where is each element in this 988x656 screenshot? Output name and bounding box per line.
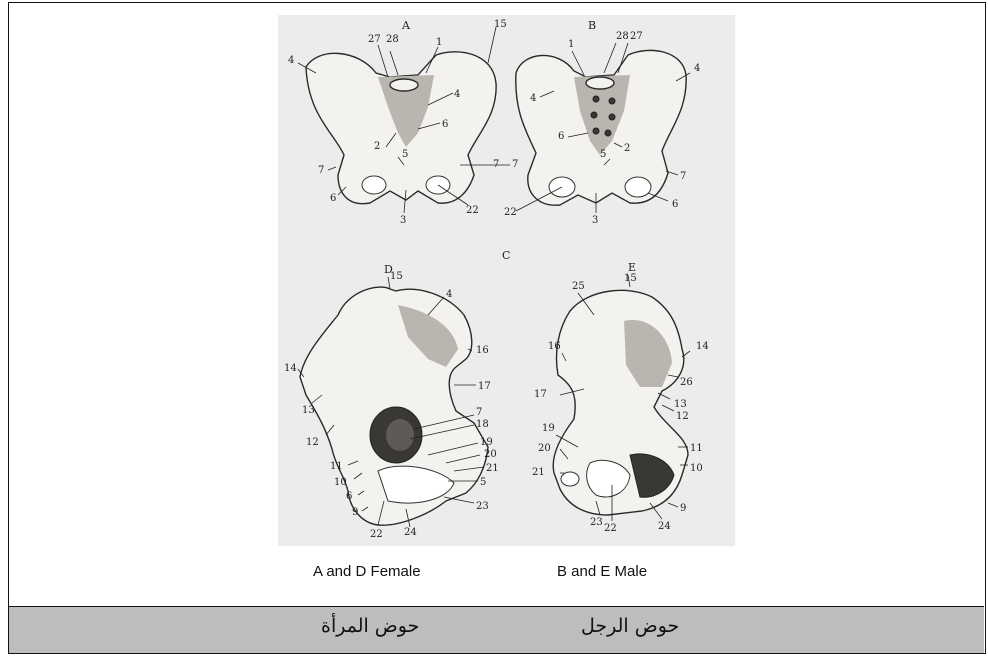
pelvis-anatomy-drawing: A 27 28 1 15 4 4 2 6 5 7 7 6 3 22 [278, 15, 735, 546]
label-5-d: 5 [480, 477, 486, 488]
label-1-b: 1 [568, 39, 574, 50]
label-6-b-top: 6 [558, 131, 564, 142]
label-16-e: 16 [548, 341, 561, 352]
label-11-e: 11 [690, 443, 703, 454]
label-11-d: 11 [330, 461, 343, 472]
label-15-d: 15 [390, 271, 403, 282]
label-3-b: 3 [592, 215, 598, 226]
label-2-b: 2 [624, 143, 630, 154]
label-15: 15 [494, 19, 507, 30]
label-20-e: 20 [538, 443, 551, 454]
label-26-e: 26 [680, 377, 693, 388]
label-14-e: 14 [696, 341, 709, 352]
footer-male-pelvis: حوض الرجل [581, 615, 679, 637]
caption-female: A and D Female [313, 563, 421, 580]
label-23-e: 23 [590, 517, 603, 528]
label-28-b: 28 [616, 31, 629, 42]
label-4-d: 4 [446, 289, 452, 300]
label-17-e: 17 [534, 389, 547, 400]
label-19-d: 19 [480, 437, 493, 448]
label-21-e: 21 [532, 467, 545, 478]
hip-bone-d [298, 277, 488, 527]
label-23-d: 23 [476, 501, 489, 512]
label-4-a-left: 4 [288, 55, 294, 66]
label-6-a-top: 6 [442, 119, 448, 130]
label-22-a: 22 [466, 205, 479, 216]
label-12-e: 12 [676, 411, 689, 422]
label-25-e: 25 [572, 281, 585, 292]
footer-female-pelvis: حوض المرأة [321, 615, 419, 637]
label-6-b: 6 [672, 199, 678, 210]
footer-bar: حوض المرأة حوض الرجل [9, 606, 984, 653]
figure-frame: A 27 28 1 15 4 4 2 6 5 7 7 6 3 22 [8, 2, 986, 654]
label-24-d: 24 [404, 527, 417, 538]
label-13-d: 13 [302, 405, 315, 416]
label-5-a: 5 [402, 149, 408, 160]
label-16-d: 16 [476, 345, 489, 356]
label-22-e: 22 [604, 523, 617, 534]
label-22-b: 22 [504, 207, 517, 218]
label-20-d: 20 [484, 449, 497, 460]
label-4-b-right: 4 [694, 63, 700, 74]
label-2-a: 2 [374, 141, 380, 152]
hip-bone-e [553, 275, 690, 521]
label-15-e: 15 [624, 273, 637, 284]
label-21-d: 21 [486, 463, 499, 474]
letter-c: C [502, 249, 510, 262]
label-19-e: 19 [542, 423, 555, 434]
label-3-a: 3 [400, 215, 406, 226]
label-22-d: 22 [370, 529, 383, 540]
label-17-d: 17 [478, 381, 491, 392]
label-9-d: 9 [352, 507, 358, 518]
label-4-b-left: 4 [530, 93, 536, 104]
label-28-a: 28 [386, 34, 399, 45]
label-9-e: 9 [680, 503, 686, 514]
pelvis-b [516, 43, 690, 213]
label-6-d: 6 [346, 491, 352, 502]
label-1-a: 1 [436, 37, 442, 48]
label-7-d: 7 [476, 407, 482, 418]
label-10-e: 10 [690, 463, 703, 474]
letter-a: A [401, 19, 411, 32]
label-27-a: 27 [368, 34, 381, 45]
label-7-b: 7 [680, 171, 686, 182]
letter-b: B [588, 19, 596, 32]
label-6-a: 6 [330, 193, 336, 204]
label-14-d: 14 [284, 363, 297, 374]
label-18-d: 18 [476, 419, 489, 430]
label-27-b: 27 [630, 31, 643, 42]
label-7-center: 7 [512, 159, 518, 170]
pelvis-illustration: A 27 28 1 15 4 4 2 6 5 7 7 6 3 22 [278, 15, 735, 546]
caption-male: B and E Male [557, 563, 647, 580]
pelvis-a [298, 27, 510, 213]
label-12-d: 12 [306, 437, 319, 448]
label-7-b-left: 7 [493, 159, 499, 170]
label-7-a: 7 [318, 165, 324, 176]
label-4-a-right: 4 [454, 89, 460, 100]
label-24-e: 24 [658, 521, 671, 532]
label-5-b: 5 [600, 149, 606, 160]
label-13-e: 13 [674, 399, 687, 410]
label-10-d: 10 [334, 477, 347, 488]
